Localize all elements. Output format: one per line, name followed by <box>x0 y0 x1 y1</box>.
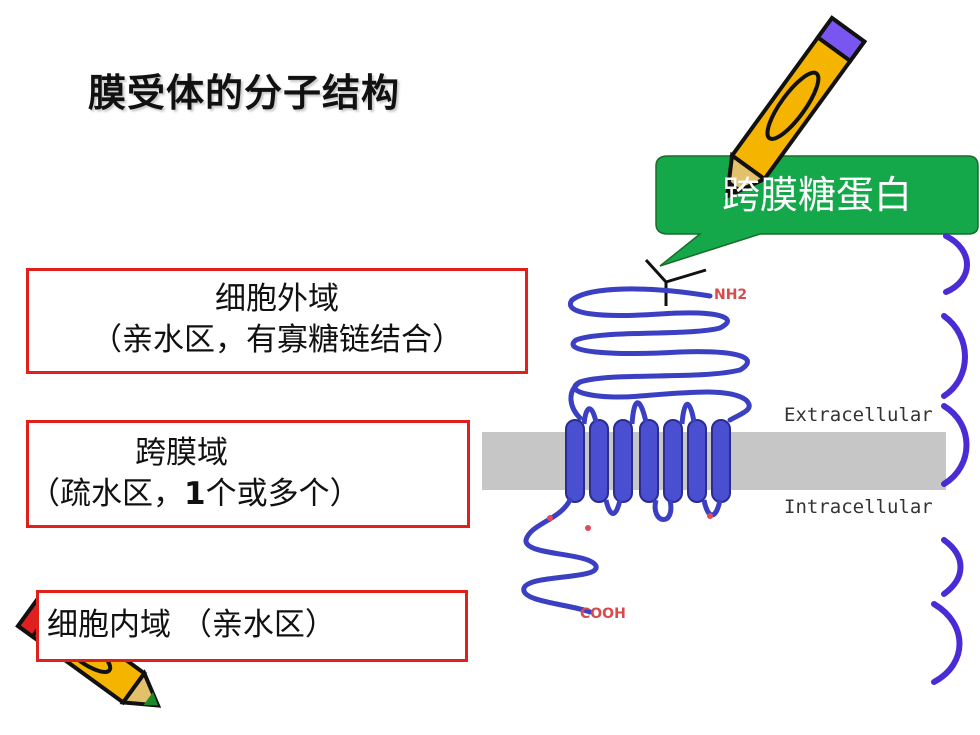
page-title: 膜受体的分子结构 <box>88 70 401 115</box>
transmembrane-domain-title: 跨膜域 <box>135 435 228 471</box>
desc-post: 个或多个） <box>205 475 361 512</box>
transmembrane-helices <box>565 400 731 522</box>
intracellular-chain <box>521 497 599 615</box>
extracellular-chain <box>568 286 752 423</box>
crayon-icon <box>724 15 868 200</box>
intracellular-domain-box: 细胞内域 （亲水区） <box>36 590 468 662</box>
nh2-label: NH2 <box>714 287 748 303</box>
callout-text: 跨膜糖蛋白 <box>721 173 912 217</box>
extracellular-domain-title: 细胞外域 <box>215 281 339 317</box>
intracellular-label: Intracellular <box>784 496 933 518</box>
extracellular-label: Extracellular <box>784 404 933 426</box>
glycan-icon <box>644 258 707 306</box>
intracellular-domain-text: 细胞内域 （亲水区） <box>47 607 336 643</box>
extracellular-domain-desc: （亲水区，有寡糖链结合） <box>91 321 463 358</box>
desc-pre: （疏水区， <box>29 475 184 512</box>
helix-count: 1 <box>184 475 206 512</box>
bracket-icon <box>931 233 970 685</box>
transmembrane-domain-box: 跨膜域 （疏水区，1个或多个） <box>26 420 470 528</box>
cooh-label: COOH <box>580 606 626 622</box>
extracellular-domain-box: 细胞外域 （亲水区，有寡糖链结合） <box>26 268 528 374</box>
transmembrane-domain-desc: （疏水区，1个或多个） <box>29 474 467 515</box>
